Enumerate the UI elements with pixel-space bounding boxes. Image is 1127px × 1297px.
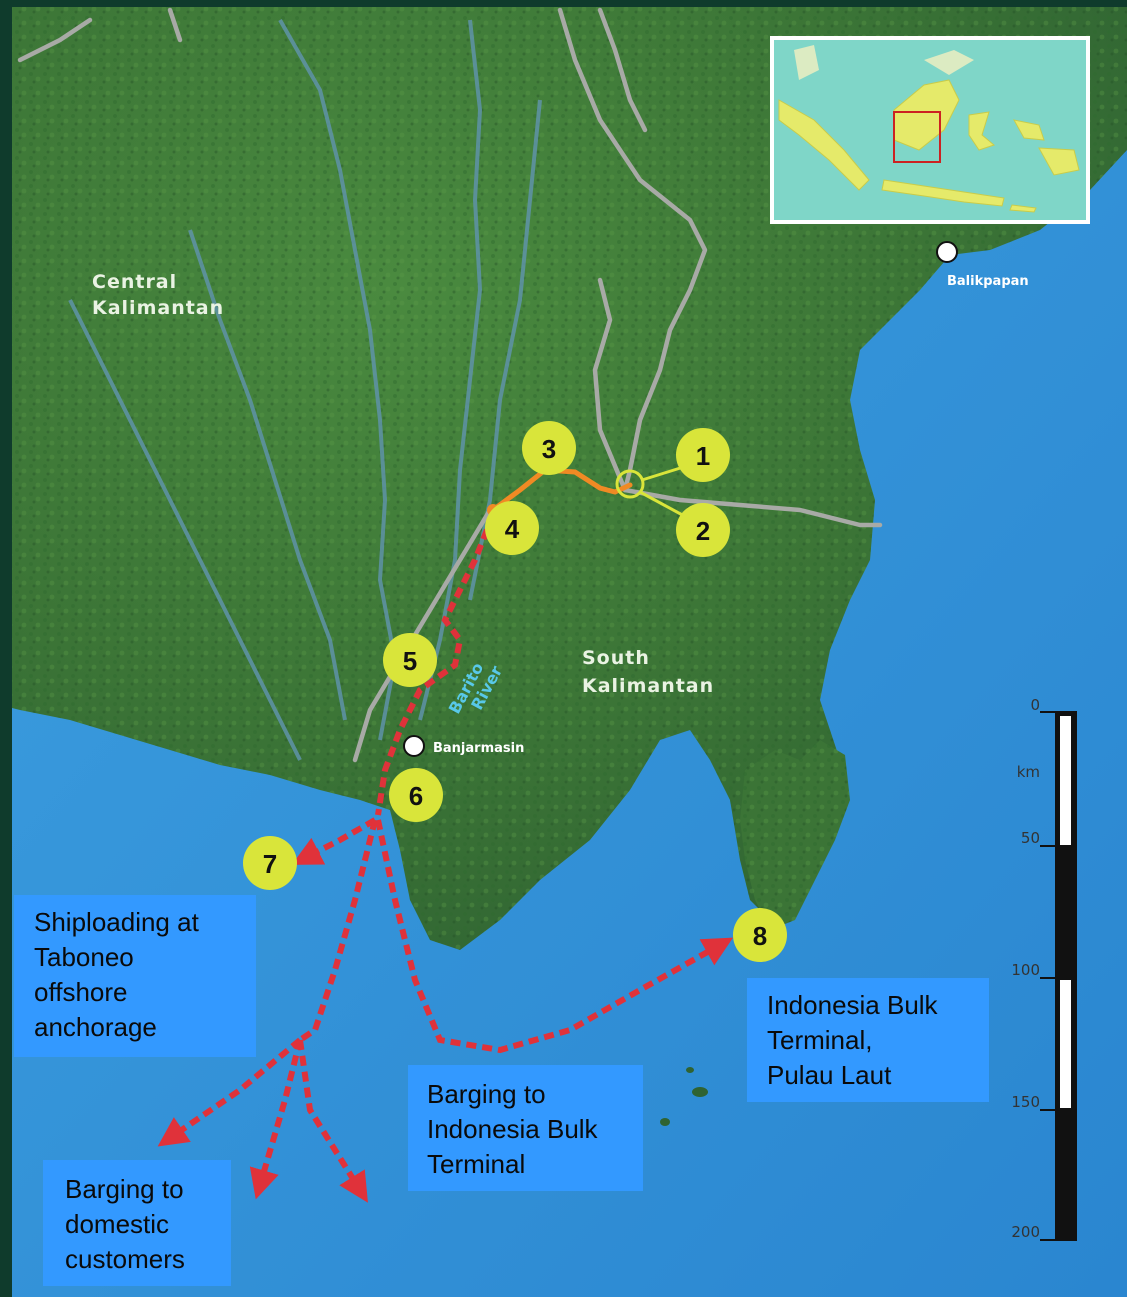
city-banjarmasin-dot (403, 735, 425, 757)
scale-tick-50: 50 (1021, 829, 1040, 847)
forest-texture (0, 0, 1127, 950)
callout-barging-to-ibt: Barging to Indonesia Bulk Terminal (408, 1065, 643, 1191)
scale-unit: km (1017, 763, 1040, 781)
scale-tick-200: 200 (1011, 1223, 1040, 1241)
marker-8-label: 8 (753, 921, 767, 951)
islets (660, 1067, 708, 1126)
marker-5[interactable]: 5 (383, 633, 437, 687)
marker-4-label: 4 (505, 514, 520, 544)
route-domestic-c (297, 1039, 368, 1203)
marker-7-label: 7 (263, 849, 277, 879)
scale-bar: 0 km 50 100 150 200 (1011, 696, 1077, 1241)
route-domestic-a (157, 1037, 302, 1147)
city-label-balikpapan: Balikpapan (947, 274, 1029, 289)
scale-tick-0: 0 (1030, 696, 1040, 714)
route-to-taboneo (291, 817, 377, 865)
haul-road (490, 467, 633, 513)
indonesia-locator-icon (774, 40, 1086, 220)
marker-2-label: 2 (696, 516, 710, 546)
route-to-ibt (375, 819, 734, 1054)
marker-7[interactable]: 7 (243, 836, 297, 890)
inset-highlight-box (893, 111, 941, 163)
callout-barging-domestic: Barging to domestic customers (43, 1160, 231, 1286)
marker-4[interactable]: 4 (485, 501, 539, 555)
marker-1[interactable]: 1 (676, 428, 730, 482)
route-domestic-main (298, 819, 378, 1043)
marker-2[interactable]: 2 (676, 503, 730, 557)
marker-5-label: 5 (403, 646, 417, 676)
markers: 1 2 3 4 5 6 7 (243, 421, 787, 962)
marker-1-label: 1 (696, 441, 710, 471)
marker-6[interactable]: 6 (389, 768, 443, 822)
leader-line-2 (639, 490, 689, 520)
callout-indonesia-bulk-terminal: Indonesia Bulk Terminal, Pulau Laut (747, 978, 989, 1102)
marker-3[interactable]: 3 (522, 421, 576, 475)
island-texture (740, 740, 850, 930)
mine-location-ring (615, 469, 645, 499)
inset-locator-map (770, 36, 1090, 224)
scale-tick-100: 100 (1011, 961, 1040, 979)
frame-left-strip (0, 0, 12, 1297)
region-label-central-kalimantan: Central Kalimantan (92, 271, 224, 319)
marker-8[interactable]: 8 (733, 908, 787, 962)
frame-top-strip (0, 0, 1127, 7)
region-label-south-kalimantan: South Kalimantan (582, 647, 714, 697)
callout-taboneo-shiploading: Shiploading at Taboneo offshore anchorag… (14, 895, 256, 1057)
marker-6-label: 6 (409, 781, 423, 811)
scale-tick-150: 150 (1011, 1093, 1040, 1111)
route-river-downstream (375, 513, 496, 816)
route-domestic-b (249, 1039, 303, 1200)
barge-routes (157, 513, 734, 1203)
city-balikpapan-dot (936, 241, 958, 263)
city-label-banjarmasin: Banjarmasin (433, 741, 524, 756)
marker-3-label: 3 (542, 434, 556, 464)
